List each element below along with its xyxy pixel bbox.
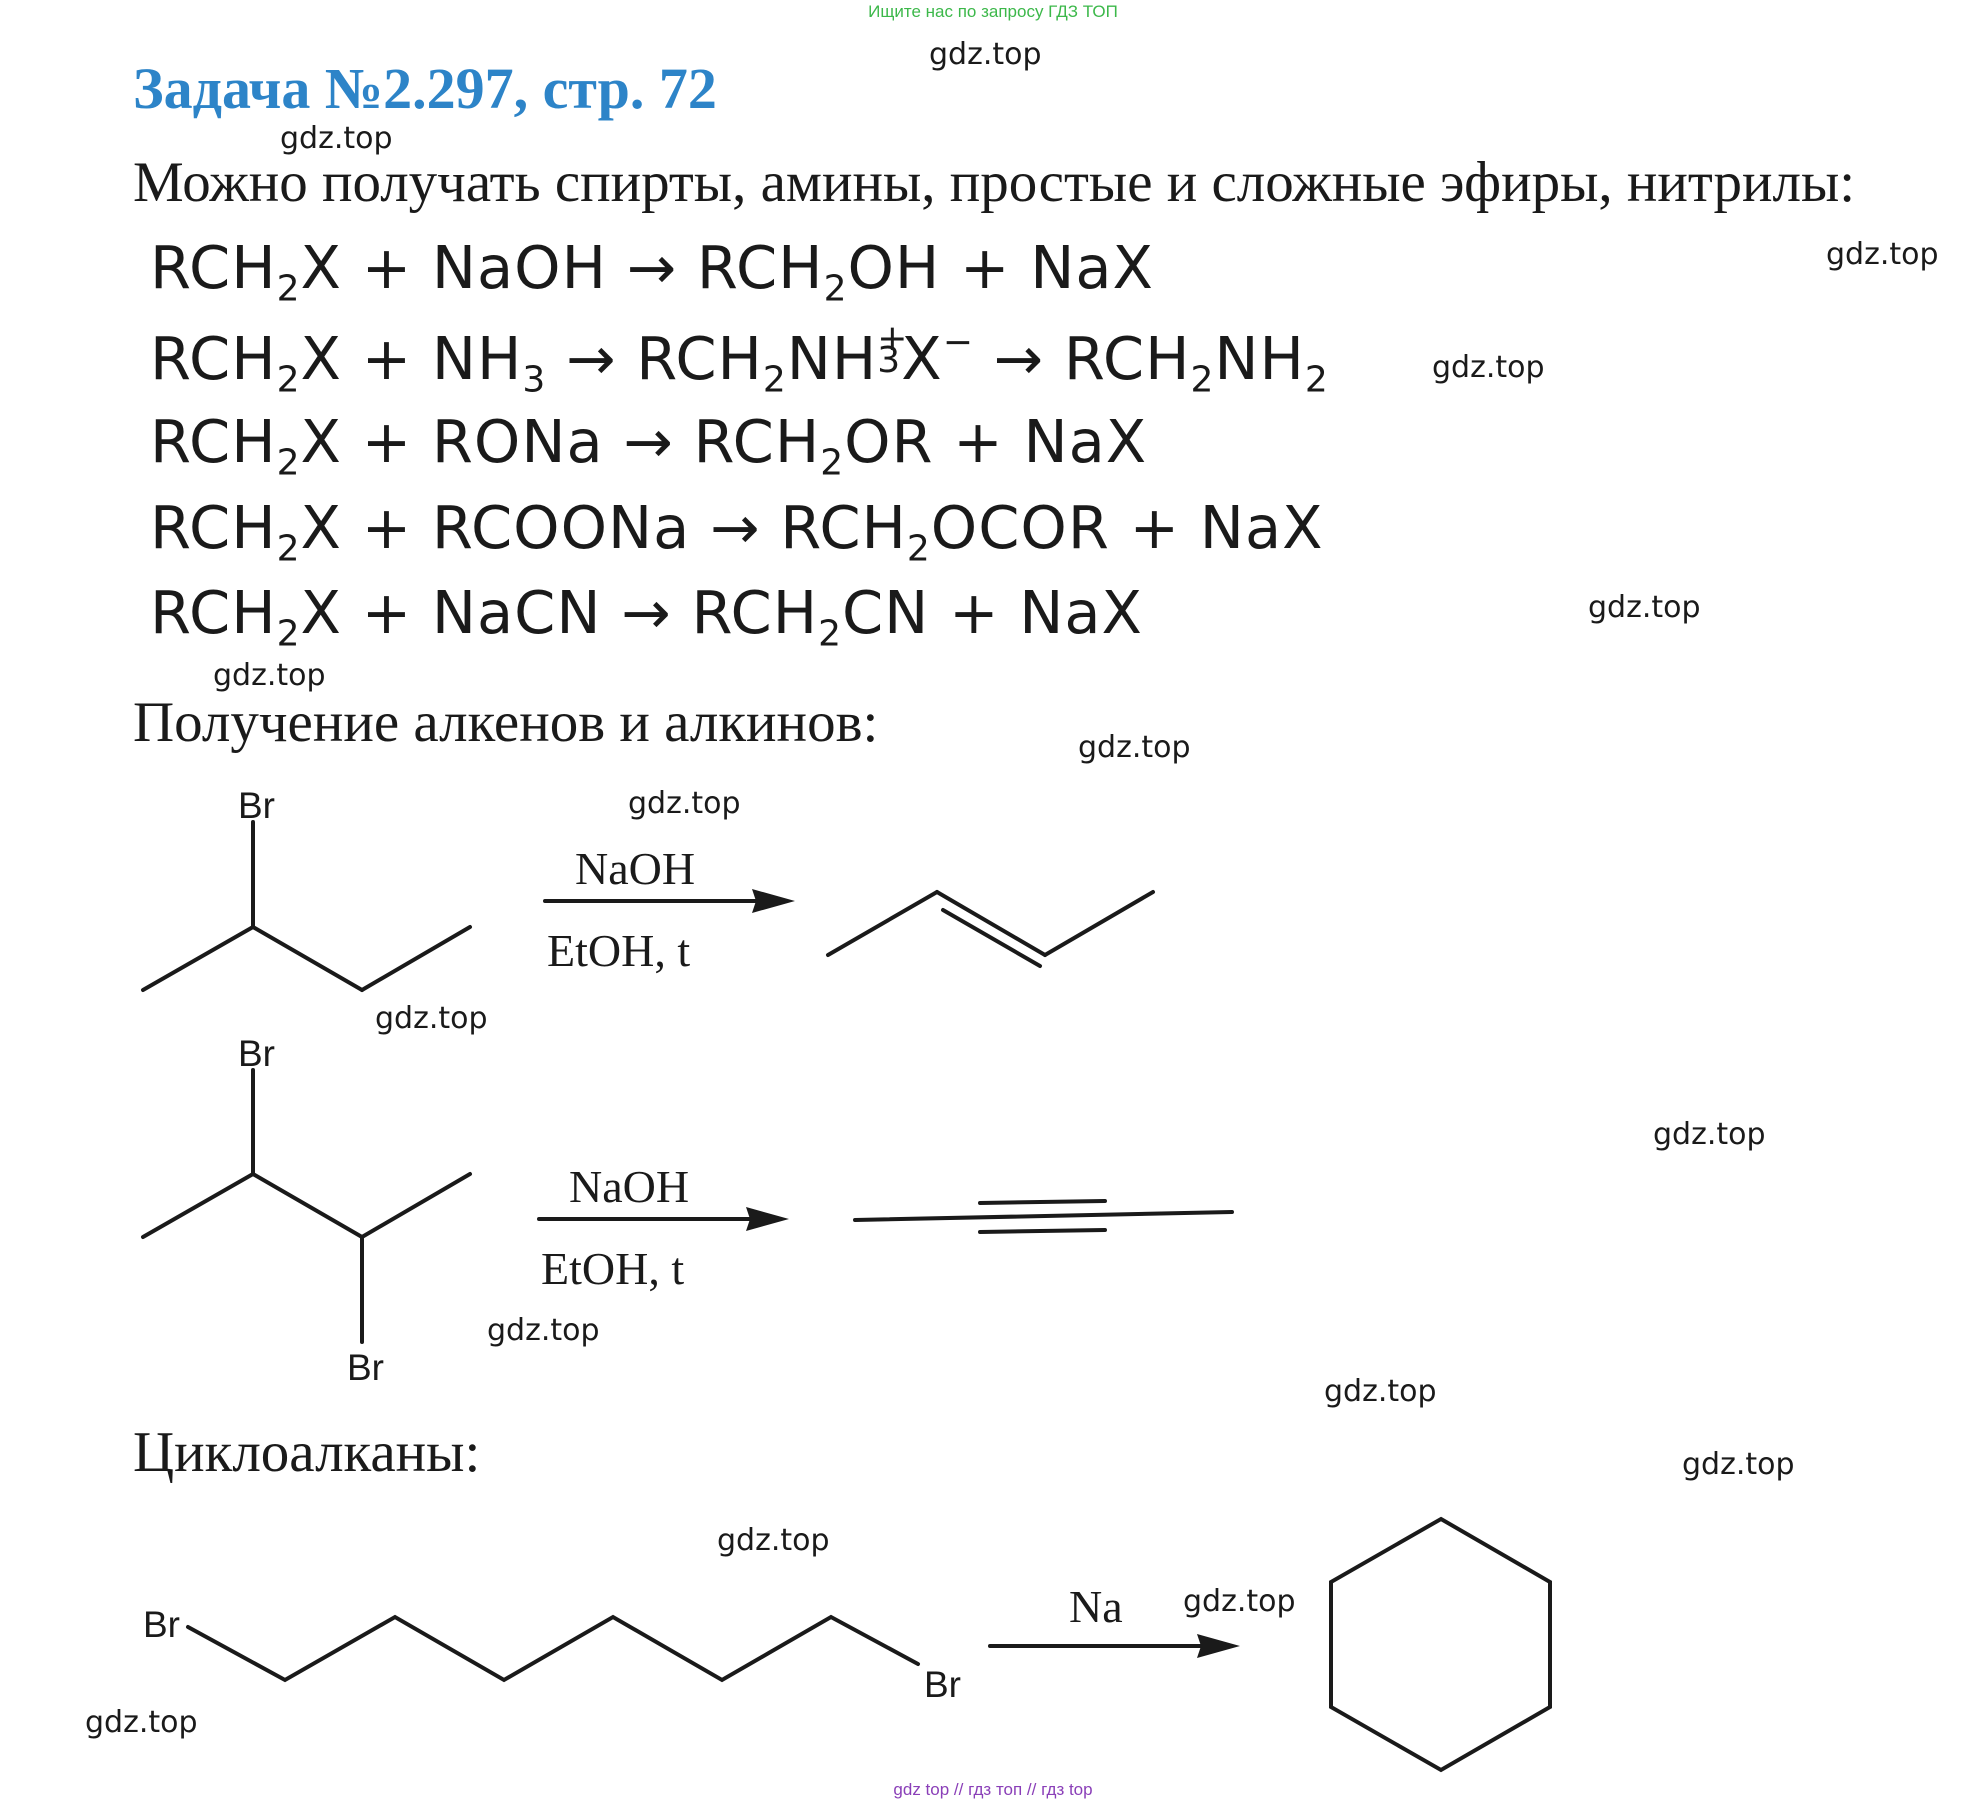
bromobutane-structure: [141, 820, 472, 992]
watermark: gdz.top: [213, 658, 326, 693]
conditions-r2: EtOH, t: [541, 1243, 684, 1294]
section-alkenes-heading: Получение алкенов и алкинов:: [133, 691, 879, 754]
br-top-label-r2: Br: [238, 1033, 275, 1074]
dibromohexane-structure: [186, 1614, 920, 1683]
arrowhead-3: [1197, 1634, 1240, 1658]
equation-1: RCH2X + NaOH → RCH2OH + NaX: [150, 233, 1154, 310]
arrowhead-1: [752, 889, 795, 913]
equation-5: RCH2X + NaCN → RCH2CN + NaX: [150, 578, 1143, 655]
intro-text: Можно получать спирты, амины, простые и …: [133, 151, 1856, 214]
watermark: gdz.top: [375, 1001, 488, 1036]
watermark: gdz.top: [1324, 1374, 1437, 1409]
conditions-r1: EtOH, t: [547, 925, 690, 976]
reagent-r3: Na: [1069, 1581, 1123, 1632]
watermark: gdz.top: [85, 1705, 198, 1740]
watermark: gdz.top: [487, 1313, 600, 1348]
dibromobutane-structure: [141, 1068, 472, 1344]
watermark: gdz.top: [280, 121, 393, 156]
watermark: gdz.top: [717, 1523, 830, 1558]
watermark: gdz.top: [628, 786, 741, 821]
butyne-structure: [853, 1199, 1234, 1234]
reagent-r2: NaOH: [569, 1161, 689, 1212]
butene-structure: [826, 890, 1155, 968]
cyclohexane-structure: [1329, 1516, 1552, 1773]
watermark: gdz.top: [1183, 1584, 1296, 1619]
arrowhead-2: [746, 1207, 789, 1231]
br-label-r1: Br: [238, 785, 275, 826]
page-title: Задача №2.297, стр. 72: [133, 56, 717, 121]
watermark: gdz.top: [929, 37, 1042, 72]
top-banner[interactable]: Ищите нас по запросу ГДЗ ТОП: [868, 2, 1118, 21]
watermark: gdz.top: [1432, 350, 1545, 385]
equation-4: RCH2X + RCOONa → RCH2OCOR + NaX: [150, 493, 1324, 570]
br-right-label-r3: Br: [924, 1664, 961, 1705]
footer-links[interactable]: gdz top // гдз топ // гдз top: [893, 1780, 1093, 1799]
equation-3: RCH2X + RONa → RCH2OR + NaX: [150, 407, 1148, 484]
watermark: gdz.top: [1653, 1117, 1766, 1152]
watermark: gdz.top: [1078, 730, 1191, 765]
reagent-r1: NaOH: [575, 843, 695, 894]
section-cycloalkanes-heading: Циклоалканы:: [133, 1421, 481, 1484]
br-left-label-r3: Br: [143, 1604, 180, 1645]
watermark: gdz.top: [1682, 1447, 1795, 1482]
br-bottom-label-r2: Br: [347, 1347, 384, 1388]
watermark: gdz.top: [1826, 237, 1939, 272]
watermark: gdz.top: [1588, 590, 1701, 625]
